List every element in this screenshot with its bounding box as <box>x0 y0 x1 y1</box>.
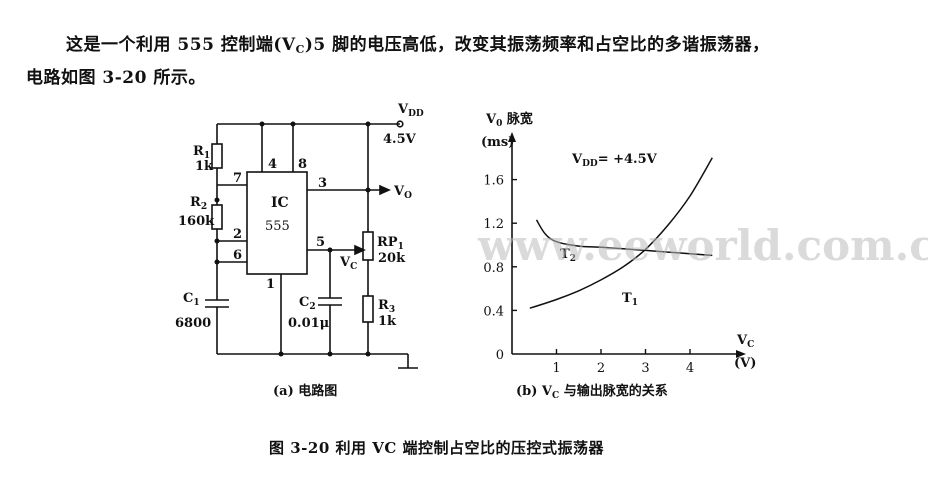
ic-555-body <box>246 171 308 275</box>
r3-resistor <box>362 295 374 323</box>
rp1-name: RP1 <box>377 235 404 252</box>
watermark: www.eeworld.com.cn <box>477 221 928 270</box>
vo-label: VO <box>393 184 412 201</box>
t1-curve <box>529 157 713 309</box>
pin-1-label: 1 <box>266 277 275 292</box>
vdd-value: 4.5V <box>383 132 417 147</box>
rp1-value: 20k <box>378 251 406 266</box>
caption-a: (a) 电路图 <box>273 384 338 399</box>
intro-line-1: 这是一个利用 555 控制端(VC)5 脚的电压高低，改变其振荡频率和占空比的多… <box>66 35 770 56</box>
t2-curve <box>535 219 713 257</box>
graph-x-label: VC <box>736 333 754 350</box>
ic-name: IC <box>271 195 289 211</box>
t2-label: T2 <box>560 247 576 264</box>
circuit-junctions <box>214 121 371 357</box>
output-arrow <box>379 184 391 196</box>
r1-resistor <box>211 143 223 169</box>
c2-name: C2 <box>299 295 316 312</box>
graph: 0 0.4 0.8 1.2 1.6 1 2 3 4 V0 脉宽 (ms) VDD= +4.5V… <box>481 111 756 376</box>
r1-value: 1k <box>195 159 214 174</box>
c2-value: 0.01μ <box>288 316 330 331</box>
y-tick-label: 0 <box>496 348 504 363</box>
pin-6-label: 6 <box>233 248 242 263</box>
c1-name: C1 <box>183 291 200 308</box>
vc-label: VC <box>339 255 357 272</box>
pin-3-label: 3 <box>318 176 327 191</box>
y-axis-arrow <box>508 132 516 142</box>
rp1-wiper-arrow <box>354 244 366 256</box>
pin-8-label: 8 <box>298 157 307 172</box>
r1-name: R1 <box>193 144 210 161</box>
graph-x-unit: (V) <box>734 356 756 371</box>
pin-5-label: 5 <box>316 235 325 250</box>
y-tick-label: 0.4 <box>483 304 504 319</box>
y-tick-label: 0.8 <box>483 261 504 276</box>
vdd-annotation: VDD= +4.5V <box>571 152 658 169</box>
x-tick-label: 4 <box>686 361 694 376</box>
r2-value: 160k <box>178 214 215 229</box>
y-tick-label: 1.6 <box>483 174 504 189</box>
x-tick-label: 3 <box>641 361 649 376</box>
r3-value: 1k <box>378 314 397 329</box>
intro-line-2: 电路如图 3-20 所示。 <box>26 68 206 88</box>
ic-model: 555 <box>265 219 290 234</box>
vdd-label: VDD <box>397 102 424 119</box>
graph-y-unit: (ms) <box>481 135 514 150</box>
pin-2-label: 2 <box>233 227 242 242</box>
graph-y-label: V0 脉宽 <box>485 111 533 129</box>
c1-value: 6800 <box>175 316 211 331</box>
figure-caption: 图 3-20 利用 VC 端控制占空比的压控式振荡器 <box>269 439 605 457</box>
r3-name: R3 <box>378 298 395 315</box>
x-tick-label: 2 <box>597 361 605 376</box>
pin-7-label: 7 <box>233 171 242 186</box>
t1-label: T1 <box>622 291 638 308</box>
x-tick-label: 1 <box>552 361 560 376</box>
caption-b: (b) VC 与输出脉宽的关系 <box>516 384 668 401</box>
x-axis-arrow <box>736 350 746 358</box>
r2-name: R2 <box>190 195 207 212</box>
pin-4-label: 4 <box>268 157 277 172</box>
rp1-potentiometer <box>362 231 374 261</box>
vdd-terminal <box>396 120 404 128</box>
y-tick-label: 1.2 <box>483 217 504 232</box>
